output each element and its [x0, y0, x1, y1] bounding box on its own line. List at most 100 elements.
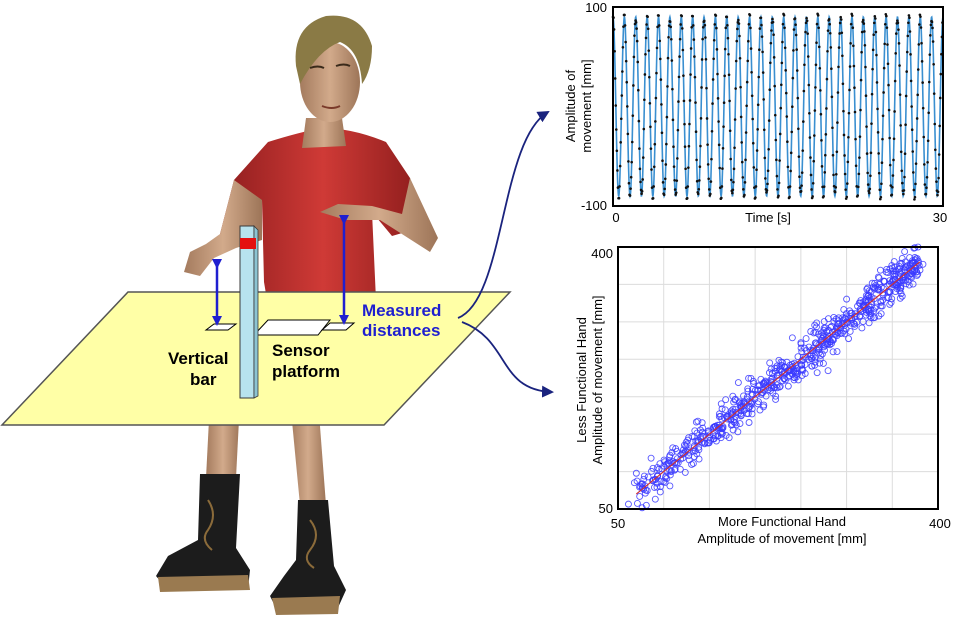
- ts-sample-point: [750, 94, 754, 98]
- ts-sample-point: [689, 47, 693, 50]
- sc-data-point: [820, 324, 828, 332]
- sc-data-point: [887, 298, 895, 306]
- ts-sample-point: [676, 128, 680, 132]
- ts-sample-point: [903, 152, 907, 156]
- ts-sample-point: [767, 147, 770, 151]
- ts-sample-point: [930, 20, 934, 24]
- sc-data-point: [892, 267, 900, 275]
- sc-data-point: [858, 324, 866, 332]
- ts-sample-point: [908, 16, 911, 19]
- sc-data-point: [641, 489, 649, 497]
- sc-data-point: [636, 483, 644, 491]
- ts-sample-point: [728, 129, 732, 133]
- ts-sample-point: [853, 86, 856, 90]
- ts-sample-point: [769, 41, 773, 45]
- sc-xtick-left: 50: [611, 516, 625, 531]
- ts-sample-point: [683, 145, 687, 148]
- ts-sample-point: [681, 27, 684, 30]
- ts-sample-point: [772, 33, 775, 37]
- ts-sample-point: [690, 26, 693, 29]
- ts-sample-point: [786, 140, 789, 143]
- ts-sample-point: [893, 110, 896, 113]
- sc-data-point: [839, 316, 847, 324]
- ts-sample-point: [682, 99, 686, 103]
- ts-sample-point: [810, 188, 813, 191]
- sc-data-point: [636, 492, 644, 500]
- ts-sample-point: [811, 195, 814, 198]
- ts-sample-point: [915, 117, 919, 120]
- ts-series-line: [612, 13, 944, 200]
- sc-data-point: [638, 504, 646, 512]
- ts-sample-point: [824, 153, 827, 157]
- ts-sample-point: [802, 89, 806, 93]
- ts-sample-point: [652, 185, 655, 188]
- sc-data-point: [837, 324, 845, 332]
- ts-sample-point: [637, 119, 641, 123]
- ts-sample-point: [901, 181, 904, 185]
- ts-sample-point: [805, 16, 808, 20]
- ts-sample-point: [764, 177, 767, 180]
- ts-sample-point: [667, 35, 670, 39]
- sc-data-point: [694, 417, 702, 425]
- ts-sample-point: [828, 31, 832, 35]
- sc-ylabel-line2: Amplitude of movement [mm]: [590, 295, 605, 464]
- sc-data-point: [681, 468, 689, 476]
- ts-sample-point: [917, 43, 921, 46]
- sc-data-point: [815, 330, 822, 338]
- sc-data-point: [865, 294, 873, 302]
- ts-sample-point: [668, 20, 672, 23]
- ts-sample-point: [761, 50, 764, 54]
- ts-sample-point: [694, 101, 697, 104]
- measured-label-line2: distances: [362, 321, 440, 340]
- vertical-bar-label-line2: bar: [190, 370, 217, 389]
- ts-sample-point: [827, 18, 831, 21]
- ts-sample-point: [836, 121, 839, 124]
- ts-sample-point: [857, 185, 860, 189]
- ts-sample-point: [936, 190, 940, 194]
- torso-shirt: [220, 128, 426, 412]
- sc-data-point: [633, 477, 641, 485]
- ts-sample-point: [663, 177, 667, 181]
- ts-sample-point: [839, 15, 842, 19]
- ts-sample-point: [870, 92, 874, 96]
- ts-sample-point: [659, 78, 663, 81]
- sc-data-point: [704, 427, 712, 435]
- ts-sample-point: [890, 193, 894, 197]
- sc-data-point: [745, 419, 753, 426]
- ts-sample-point: [804, 30, 807, 34]
- ts-sample-point: [738, 34, 741, 38]
- sc-data-point: [688, 461, 696, 468]
- ts-sample-point: [715, 26, 718, 30]
- sc-fit-line: [635, 261, 921, 495]
- ts-sample-point: [729, 157, 732, 161]
- ts-sample-point: [737, 22, 741, 25]
- sc-data-point: [685, 448, 693, 456]
- ts-xtick-left: 0: [612, 210, 619, 225]
- sc-data-point: [779, 377, 787, 385]
- ts-sample-point: [714, 14, 718, 17]
- ts-sample-point: [868, 191, 871, 195]
- sc-data-point: [768, 374, 776, 382]
- sc-data-point: [879, 289, 887, 297]
- sc-data-point: [755, 398, 762, 406]
- ts-sample-point: [850, 14, 854, 17]
- ts-sample-point: [772, 56, 776, 59]
- ts-sample-point: [706, 143, 709, 146]
- ts-sample-point: [661, 159, 664, 163]
- ts-sample-point: [692, 24, 695, 27]
- sc-data-point: [689, 460, 697, 467]
- ts-sample-point: [794, 23, 797, 27]
- ts-sample-point: [780, 61, 784, 65]
- sc-data-point: [864, 284, 872, 292]
- sc-data-point: [661, 479, 669, 486]
- sc-data-point: [907, 261, 915, 269]
- sc-data-point: [805, 355, 813, 363]
- ts-sample-point: [774, 138, 778, 142]
- ts-sample-point: [621, 45, 625, 49]
- ts-sample-point: [910, 128, 914, 131]
- sc-data-point: [766, 359, 774, 367]
- ts-sample-point: [923, 183, 927, 186]
- sc-data-point: [772, 392, 780, 400]
- ts-sample-point: [813, 109, 817, 112]
